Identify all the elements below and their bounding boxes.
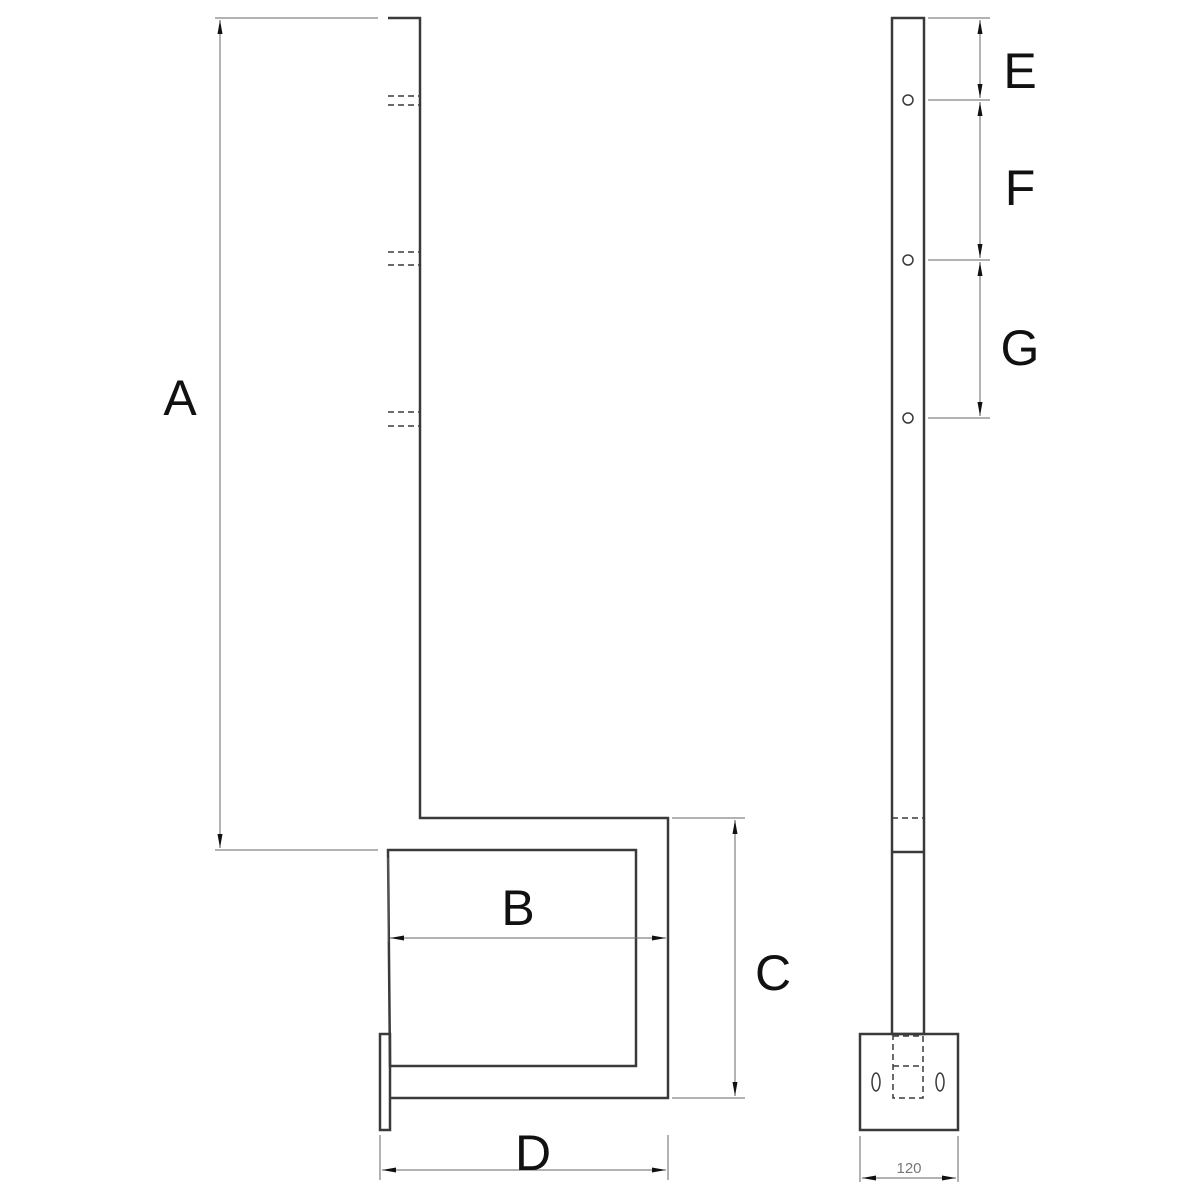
base-plate — [858, 1032, 960, 1132]
label-g: G — [1001, 320, 1040, 376]
front-view: E F G 120 — [858, 16, 1040, 1182]
mounting-hole — [902, 412, 914, 424]
base-slot — [871, 1072, 881, 1092]
label-d: D — [515, 1125, 551, 1181]
label-a: A — [163, 370, 197, 426]
dimension-d: D — [379, 1125, 669, 1181]
dimension-b: B — [387, 858, 666, 942]
side-view: A B C D — [163, 16, 791, 1181]
hole-markings — [388, 95, 420, 427]
post — [890, 16, 926, 1036]
wall-plate — [378, 1032, 392, 1132]
base-slot — [935, 1072, 945, 1092]
label-c: C — [755, 945, 791, 1001]
label-b: B — [501, 880, 534, 936]
dimension-a: A — [163, 17, 378, 851]
dimension-c: C — [672, 817, 791, 1099]
mounting-hole — [902, 94, 914, 106]
label-e: E — [1003, 43, 1036, 99]
label-f: F — [1005, 160, 1036, 216]
bracket-outline — [386, 16, 670, 1100]
mounting-hole — [902, 254, 914, 266]
base-width-label: 120 — [896, 1160, 921, 1177]
dimension-efg: E F G — [928, 17, 1040, 419]
dimension-base-width: 120 — [859, 1136, 959, 1182]
